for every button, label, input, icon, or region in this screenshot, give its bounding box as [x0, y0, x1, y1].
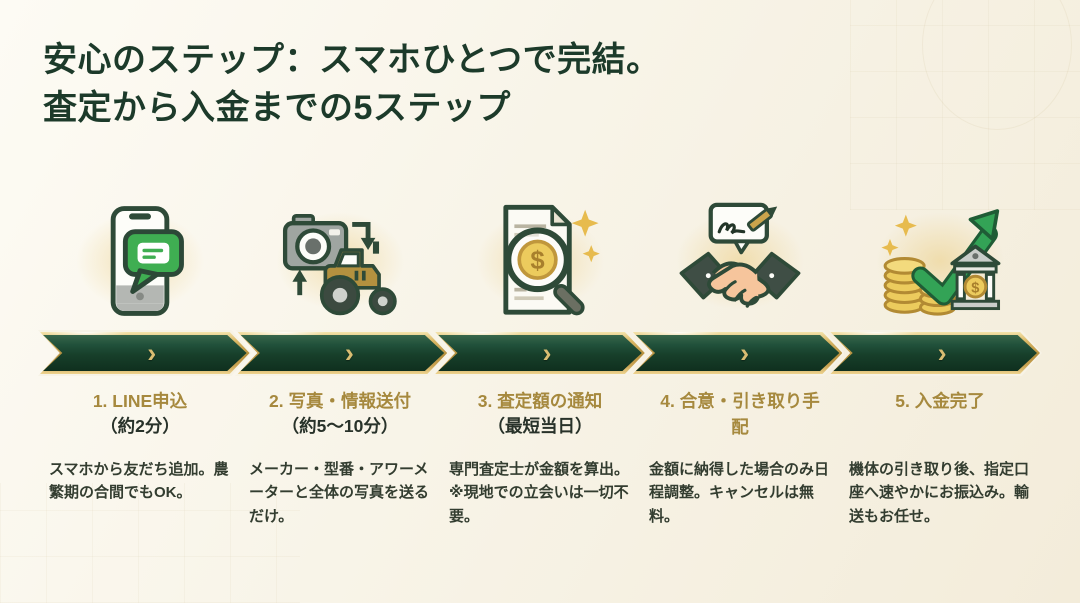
arrow-gold-border: ›: [237, 332, 448, 374]
step-labels-row: 1. LINE申込 （約2分） スマホから友だち追加。農繁期の合間でもOK。 2…: [40, 388, 1040, 528]
blueprint-circle: [922, 0, 1072, 130]
step-2-duration: （約5〜10分）: [281, 416, 399, 437]
step-icons-row: $: [40, 192, 1040, 330]
step-3-label: 3. 査定額の通知 （最短当日） 専門査定士が金額を算出。※現地での立会いは一切…: [440, 388, 640, 528]
step-2-head: 2. 写真・情報送付 （約5〜10分）: [240, 388, 440, 450]
chevron-right-icon: ›: [147, 337, 157, 368]
step-3-title: 3. 査定額の通知: [477, 391, 603, 411]
chevron-right-icon: ›: [344, 337, 354, 368]
step-3-icon-cell: $: [440, 192, 640, 330]
step-5-description: 機体の引き取り後、指定口座へ速やかにお振込み。輸送もお任せ。: [849, 461, 1030, 525]
page-title-line1: 安心のステップ：スマホひとつで完結。: [43, 41, 661, 79]
arrow-segment-2: ›: [235, 330, 450, 376]
step-5-title: 5. 入金完了: [895, 391, 985, 411]
step-5-head: 5. 入金完了: [840, 388, 1040, 450]
page-title: 安心のステップ：スマホひとつで完結。 査定から入金までの5ステップ: [43, 36, 661, 133]
arrow-green-body: ›: [635, 335, 840, 371]
coins-bank-payment-icon: $: [881, 209, 1001, 316]
step-4-head: 4. 合意・引き取り手配: [640, 388, 840, 450]
handshake-contract-icon: [679, 202, 801, 308]
step-1-description: スマホから友だち追加。農繁期の合間でもOK。: [49, 461, 229, 502]
blueprint-pattern-top-right: [850, 0, 1080, 210]
arrow-green-body: ›: [240, 335, 445, 371]
arrow-green-body: ›: [833, 335, 1037, 371]
svg-text:$: $: [971, 281, 979, 297]
arrow-gold-border: ›: [40, 332, 250, 374]
step-2-description: メーカー・型番・アワーメーターと全体の写真を送るだけ。: [249, 461, 430, 525]
chevron-right-icon: ›: [740, 337, 750, 368]
step-2-label: 2. 写真・情報送付 （約5〜10分） メーカー・型番・アワーメーターと全体の写…: [240, 388, 440, 528]
arrow-green-body: ›: [43, 335, 247, 371]
step-5-label: 5. 入金完了 機体の引き取り後、指定口座へ速やかにお振込み。輸送もお任せ。: [840, 388, 1040, 528]
arrow-green-body: ›: [438, 335, 642, 371]
step-2-title: 2. 写真・情報送付: [269, 391, 411, 411]
arrow-segment-1: ›: [38, 330, 252, 376]
step-1-icon-cell: [40, 192, 240, 330]
arrow-segment-4: ›: [630, 330, 845, 376]
phone-line-chat-icon: [110, 206, 184, 316]
arrow-segment-3: ›: [433, 330, 647, 376]
arrow-gold-border: ›: [830, 332, 1040, 374]
arrow-gold-border: ›: [632, 332, 843, 374]
step-3-duration: （最短当日）: [487, 416, 593, 437]
document-magnifier-coin-icon: $: [503, 204, 600, 316]
step-1-title: 1. LINE申込: [92, 391, 188, 411]
step-1-label: 1. LINE申込 （約2分） スマホから友だち追加。農繁期の合間でもOK。: [40, 388, 240, 528]
step-2-icon-cell: [240, 192, 440, 330]
svg-text:$: $: [530, 247, 544, 275]
page-title-line2: 査定から入金までの5ステップ: [43, 89, 511, 128]
step-3-description: 専門査定士が金額を算出。※現地での立会いは一切不要。: [449, 461, 630, 525]
step-4-label: 4. 合意・引き取り手配 金額に納得した場合のみ日程調整。キャンセルは無料。: [640, 388, 840, 528]
step-4-title: 4. 合意・引き取り手配: [660, 391, 820, 438]
chevron-right-icon: ›: [937, 337, 947, 368]
camera-tractor-photo-icon: [282, 214, 397, 316]
chevron-right-icon: ›: [542, 337, 552, 368]
step-1-head: 1. LINE申込 （約2分）: [40, 388, 240, 450]
step-arrow-band: › › › › ›: [38, 330, 1042, 376]
step-5-icon-cell: $: [840, 192, 1040, 330]
step-4-icon-cell: [640, 192, 840, 330]
step-4-description: 金額に納得した場合のみ日程調整。キャンセルは無料。: [649, 461, 830, 525]
step-1-duration: （約2分）: [100, 416, 180, 437]
step-3-head: 3. 査定額の通知 （最短当日）: [440, 388, 640, 450]
arrow-gold-border: ›: [435, 332, 645, 374]
arrow-segment-5: ›: [828, 330, 1042, 376]
